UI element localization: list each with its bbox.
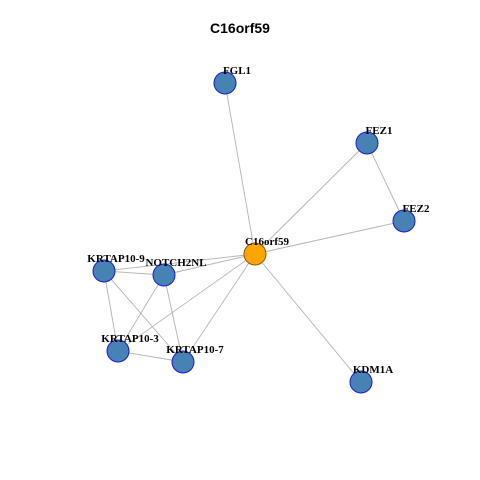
node-label-krtap10-3: KRTAP10-3 bbox=[101, 333, 159, 345]
page-title: C16orf59 bbox=[210, 20, 270, 36]
node-notch2nl bbox=[152, 263, 176, 287]
edge-c16orf59-fez2 bbox=[254, 220, 405, 255]
node-fgl1 bbox=[213, 71, 237, 95]
node-fez2 bbox=[392, 209, 416, 233]
edge-c16orf59-fez1 bbox=[254, 142, 368, 255]
node-label-kdm1a: KDM1A bbox=[353, 364, 393, 376]
edge-c16orf59-krtap10-3 bbox=[117, 253, 256, 352]
node-kdm1a bbox=[349, 370, 373, 394]
edge-krtap10-9-krtap10-3 bbox=[103, 270, 119, 352]
edge-c16orf59-krtap10-9 bbox=[103, 253, 256, 272]
node-krtap10-3 bbox=[106, 339, 130, 363]
node-c16orf59 bbox=[243, 242, 267, 266]
edge-fez1-fez2 bbox=[366, 142, 405, 222]
node-krtap10-7 bbox=[171, 350, 195, 374]
edge-c16orf59-krtap10-7 bbox=[182, 253, 256, 363]
edge-krtap10-9-krtap10-7 bbox=[103, 270, 184, 363]
node-label-fez2: FEZ2 bbox=[403, 203, 430, 215]
node-label-notch2nl: NOTCH2NL bbox=[145, 257, 206, 269]
node-fez1 bbox=[355, 131, 379, 155]
edge-notch2nl-krtap10-3 bbox=[117, 274, 165, 352]
node-label-fgl1: FGL1 bbox=[223, 65, 251, 77]
node-label-krtap10-7: KRTAP10-7 bbox=[166, 344, 224, 356]
edge-notch2nl-krtap10-7 bbox=[163, 274, 184, 363]
nodes-layer bbox=[92, 71, 416, 394]
edge-c16orf59-kdm1a bbox=[254, 253, 362, 383]
node-label-fez1: FEZ1 bbox=[366, 125, 393, 137]
node-label-krtap10-9: KRTAP10-9 bbox=[87, 253, 145, 265]
edge-c16orf59-fgl1 bbox=[224, 82, 256, 255]
edge-c16orf59-notch2nl bbox=[163, 253, 256, 276]
node-krtap10-9 bbox=[92, 259, 116, 283]
node-label-c16orf59: C16orf59 bbox=[245, 236, 289, 248]
edges-layer bbox=[103, 82, 405, 383]
